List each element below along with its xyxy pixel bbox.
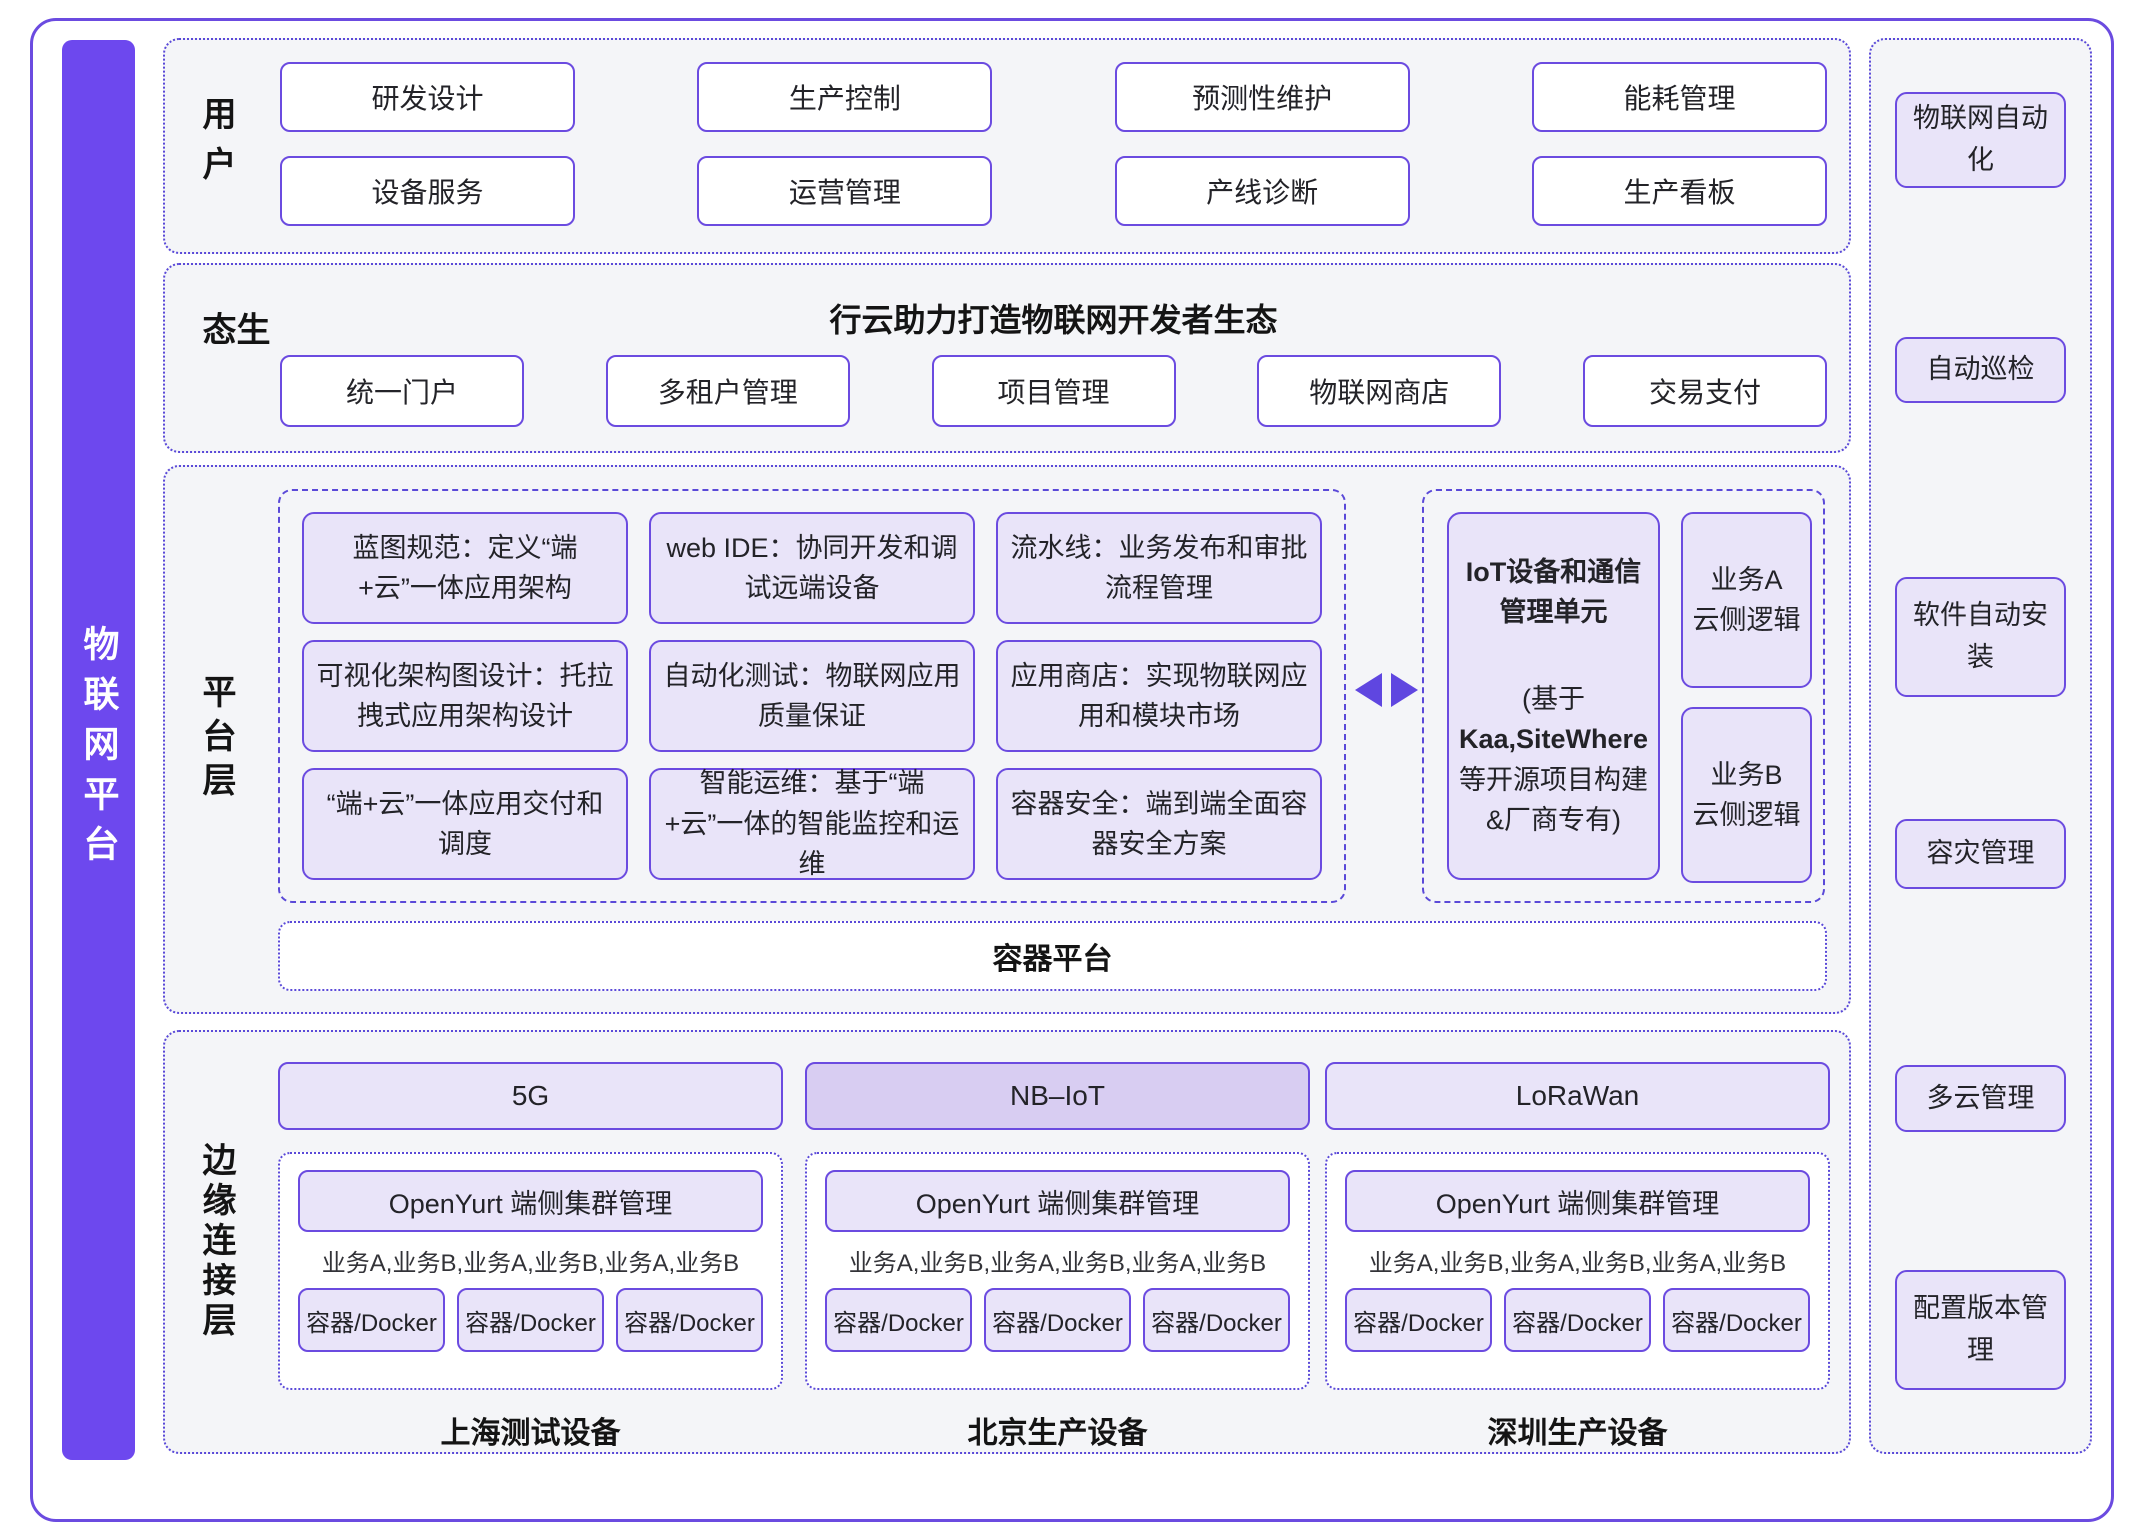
eco-box-project-management: 项目管理 (931, 355, 1176, 427)
location-label-shenzhen: 深圳生产设备 (1487, 1417, 1668, 1450)
iot-comm-unit-title: IoT设备和通信管理单元 (1465, 556, 1642, 628)
platform-box-app-store: 应用商店：实现物联网应用和模块市场 (996, 640, 1322, 752)
business-b-name: 业务B (1710, 759, 1783, 790)
ecosystem-boxes-row: 统一门户 多租户管理 项目管理 物联网商店 交易支付 (280, 355, 1827, 427)
docker-row: 容器/Docker 容器/Docker 容器/Docker (1345, 1288, 1810, 1352)
edge-column-shanghai: 5G OpenYurt 端侧集群管理 业务A,业务B,业务A,业务B,业务A,业… (278, 1062, 783, 1452)
ops-box-iot-automation: 物联网自动化 (1895, 92, 2066, 188)
container-docker-box: 容器/Docker (616, 1288, 763, 1352)
user-box-device-service: 设备服务 (280, 156, 575, 226)
ecosystem-section: 生态 行云助力打造物联网开发者生态 统一门户 多租户管理 项目管理 物联网商店 … (163, 263, 1851, 453)
edge-cluster-group: OpenYurt 端侧集群管理 业务A,业务B,业务A,业务B,业务A,业务B … (805, 1152, 1310, 1390)
iot-platform-sidebar: 物联网平台 (62, 40, 135, 1460)
openyurt-cluster-box: OpenYurt 端侧集群管理 (825, 1170, 1290, 1232)
platform-box-web-ide: web IDE：协同开发和调试远端设备 (649, 512, 975, 624)
platform-box-container-security: 容器安全：端到端全面容器安全方案 (996, 768, 1322, 880)
user-box-line-diagnosis: 产线诊断 (1114, 156, 1410, 226)
ecosystem-title: 行云助力打造物联网开发者生态 (829, 302, 1278, 338)
services-list: 业务A,业务B,业务A,业务B,业务A,业务B (1368, 1250, 1787, 1277)
services-list: 业务A,业务B,业务A,业务B,业务A,业务B (848, 1250, 1267, 1277)
user-box-production-kanban: 生产看板 (1531, 156, 1827, 226)
user-box-predictive-maintenance: 预测性维护 (1114, 62, 1410, 132)
iot-comm-unit-line2: (基于 (1522, 683, 1585, 714)
platform-layer-section: 平台层 蓝图规范：定义“端+云”一体应用架构 web IDE：协同开发和调试远端… (163, 465, 1851, 1014)
business-a-cloud-logic-box: 业务A 云侧逻辑 (1681, 512, 1812, 688)
user-box-energy-management: 能耗管理 (1531, 62, 1827, 132)
business-b-desc: 云侧逻辑 (1692, 800, 1801, 830)
eco-box-iot-store: 物联网商店 (1257, 355, 1502, 427)
business-a-name: 业务A (1710, 564, 1783, 595)
user-box-operation-management: 运营管理 (697, 156, 993, 226)
edge-connection-label: 边缘连接层 (197, 1142, 235, 1342)
platform-tools-group: 蓝图规范：定义“端+云”一体应用架构 web IDE：协同开发和调试远端设备 流… (278, 489, 1346, 903)
edge-cluster-group: OpenYurt 端侧集群管理 业务A,业务B,业务A,业务B,业务A,业务B … (278, 1152, 783, 1390)
openyurt-cluster-box: OpenYurt 端侧集群管理 (298, 1170, 763, 1232)
platform-box-visual-architecture: 可视化架构图设计：托拉拽式应用架构设计 (302, 640, 628, 752)
ops-box-auto-software-install: 软件自动安装 (1895, 577, 2066, 697)
platform-box-delivery-scheduling: “端+云”一体应用交付和调度 (302, 768, 628, 880)
business-b-cloud-logic-box: 业务B 云侧逻辑 (1681, 707, 1812, 883)
container-docker-box: 容器/Docker (1663, 1288, 1810, 1352)
network-5g-box: 5G (278, 1062, 783, 1130)
network-nbiot-box: NB–IoT (805, 1062, 1310, 1130)
platform-layer-label: 平台层 (197, 673, 235, 806)
network-lorawan-box: LoRaWan (1325, 1062, 1830, 1130)
user-boxes-grid: 研发设计 生产控制 预测性维护 能耗管理 设备服务 运营管理 产线诊断 生产看板 (280, 62, 1827, 226)
ops-box-config-version-management: 配置版本管理 (1895, 1270, 2066, 1390)
business-a-desc: 云侧逻辑 (1692, 605, 1801, 635)
container-docker-box: 容器/Docker (984, 1288, 1131, 1352)
container-platform-bar: 容器平台 (278, 921, 1827, 991)
iot-comm-unit-line4: 等开源项目构建&厂商专有) (1459, 764, 1648, 836)
eco-box-multitenant: 多租户管理 (605, 355, 850, 427)
services-list: 业务A,业务B,业务A,业务B,业务A,业务B (321, 1250, 740, 1277)
edge-cluster-group: OpenYurt 端侧集群管理 业务A,业务B,业务A,业务B,业务A,业务B … (1325, 1152, 1830, 1390)
user-section: 用户 研发设计 生产控制 预测性维护 能耗管理 设备服务 运营管理 产线诊断 生… (163, 38, 1851, 254)
ecosystem-section-label: 生态 (197, 311, 269, 362)
ops-box-disaster-recovery: 容灾管理 (1895, 819, 2066, 889)
container-docker-box: 容器/Docker (457, 1288, 604, 1352)
container-docker-box: 容器/Docker (825, 1288, 972, 1352)
iot-unit-group: IoT设备和通信管理单元 (基于 Kaa,SiteWhere 等开源项目构建&厂… (1422, 489, 1825, 903)
openyurt-cluster-box: OpenYurt 端侧集群管理 (1345, 1170, 1810, 1232)
user-section-label: 用户 (197, 96, 235, 196)
container-docker-box: 容器/Docker (1504, 1288, 1651, 1352)
user-box-rnd-design: 研发设计 (280, 62, 575, 132)
platform-box-automated-testing: 自动化测试：物联网应用质量保证 (649, 640, 975, 752)
sync-arrows (1355, 673, 1418, 707)
iot-comm-unit-box: IoT设备和通信管理单元 (基于 Kaa,SiteWhere 等开源项目构建&厂… (1447, 512, 1660, 880)
location-label-beijing: 北京生产设备 (967, 1417, 1148, 1450)
eco-box-unified-portal: 统一门户 (280, 355, 524, 427)
left-arrow-icon (1355, 673, 1382, 707)
eco-box-trade-payment: 交易支付 (1583, 355, 1827, 427)
edge-column-beijing: NB–IoT OpenYurt 端侧集群管理 业务A,业务B,业务A,业务B,业… (805, 1062, 1310, 1452)
container-docker-box: 容器/Docker (298, 1288, 445, 1352)
right-arrow-icon (1391, 673, 1418, 707)
ops-box-multicloud-management: 多云管理 (1895, 1065, 2066, 1132)
edge-column-shenzhen: LoRaWan OpenYurt 端侧集群管理 业务A,业务B,业务A,业务B,… (1325, 1062, 1830, 1452)
platform-box-intelligent-ops: 智能运维：基于“端+云”一体的智能监控和运维 (649, 768, 975, 880)
location-label-shanghai: 上海测试设备 (440, 1417, 621, 1450)
automation-ops-column: 物联网自动化 自动巡检 软件自动安装 容灾管理 多云管理 配置版本管理 (1869, 38, 2092, 1454)
docker-row: 容器/Docker 容器/Docker 容器/Docker (298, 1288, 763, 1352)
edge-connection-section: 边缘连接层 5G OpenYurt 端侧集群管理 业务A,业务B,业务A,业务B… (163, 1030, 1851, 1454)
container-docker-box: 容器/Docker (1345, 1288, 1492, 1352)
user-box-production-control: 生产控制 (697, 62, 993, 132)
ops-box-auto-inspection: 自动巡检 (1895, 337, 2066, 403)
iot-comm-unit-line3: Kaa,SiteWhere (1458, 724, 1649, 754)
docker-row: 容器/Docker 容器/Docker 容器/Docker (825, 1288, 1290, 1352)
platform-box-blueprint: 蓝图规范：定义“端+云”一体应用架构 (302, 512, 628, 624)
iot-platform-label: 物联网平台 (78, 625, 120, 875)
platform-box-pipeline: 流水线：业务发布和审批流程管理 (996, 512, 1322, 624)
container-docker-box: 容器/Docker (1143, 1288, 1290, 1352)
diagram-outer-frame (30, 18, 2114, 1522)
